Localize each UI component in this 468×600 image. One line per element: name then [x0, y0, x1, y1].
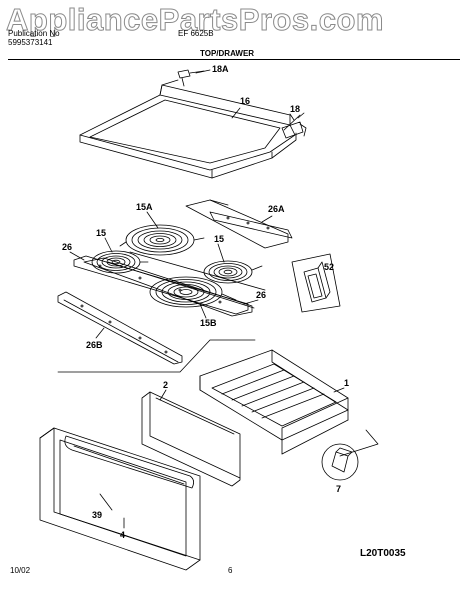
burner-15a-part [119, 224, 205, 256]
callout-16: 16 [240, 96, 250, 106]
publication-number: 5995373141 [8, 38, 53, 47]
drawer-front-part [39, 427, 201, 571]
publication-label: Publication No [8, 29, 60, 38]
callout-15a: 15A [136, 202, 153, 212]
bracket-18-part [281, 112, 307, 139]
cooktop-part [79, 79, 297, 179]
screw-18a-part [177, 69, 205, 87]
callout-15-right: 15 [214, 234, 224, 244]
callout-1: 1 [344, 378, 349, 388]
callout-7: 7 [336, 484, 341, 494]
detail-7-callout [321, 429, 379, 481]
callout-15-left: 15 [96, 228, 106, 238]
trim-26b-part [57, 291, 183, 365]
revision-date: 10/02 [10, 566, 31, 575]
callout-26b: 26B [86, 340, 103, 350]
callout-2: 2 [163, 380, 168, 390]
callout-18a: 18A [212, 64, 229, 74]
leader-lines [69, 69, 345, 529]
drawer-box-part [199, 349, 349, 455]
callout-52: 52 [324, 262, 334, 272]
model-number: EF 6625B [178, 29, 214, 38]
callout-26-right: 26 [256, 290, 266, 300]
page-number: 6 [228, 566, 233, 575]
callout-26-left: 26 [62, 242, 72, 252]
callout-15b: 15B [200, 318, 217, 328]
callout-18: 18 [290, 104, 300, 114]
drawing-reference-code: L20T0035 [360, 548, 406, 559]
trim-26-left-part [73, 255, 249, 315]
header-rule [8, 59, 460, 60]
callout-26a: 26A [268, 204, 285, 214]
drawer-back-panel-part [141, 391, 241, 487]
section-title: TOP/DRAWER [200, 49, 255, 58]
callout-labels: 18A 16 18 15A 26A 15 15 26 52 26 15B 26B… [62, 64, 349, 540]
watermark: AppliancePartsPros.com [6, 2, 384, 38]
separator-line [57, 339, 256, 373]
burner-15-right-part [203, 260, 263, 284]
callout-4: 4 [120, 530, 125, 540]
callout-39: 39 [92, 510, 102, 520]
burner-15b-part [149, 276, 237, 308]
trim-26a-part [209, 211, 293, 239]
knob-52-inset [291, 253, 341, 313]
